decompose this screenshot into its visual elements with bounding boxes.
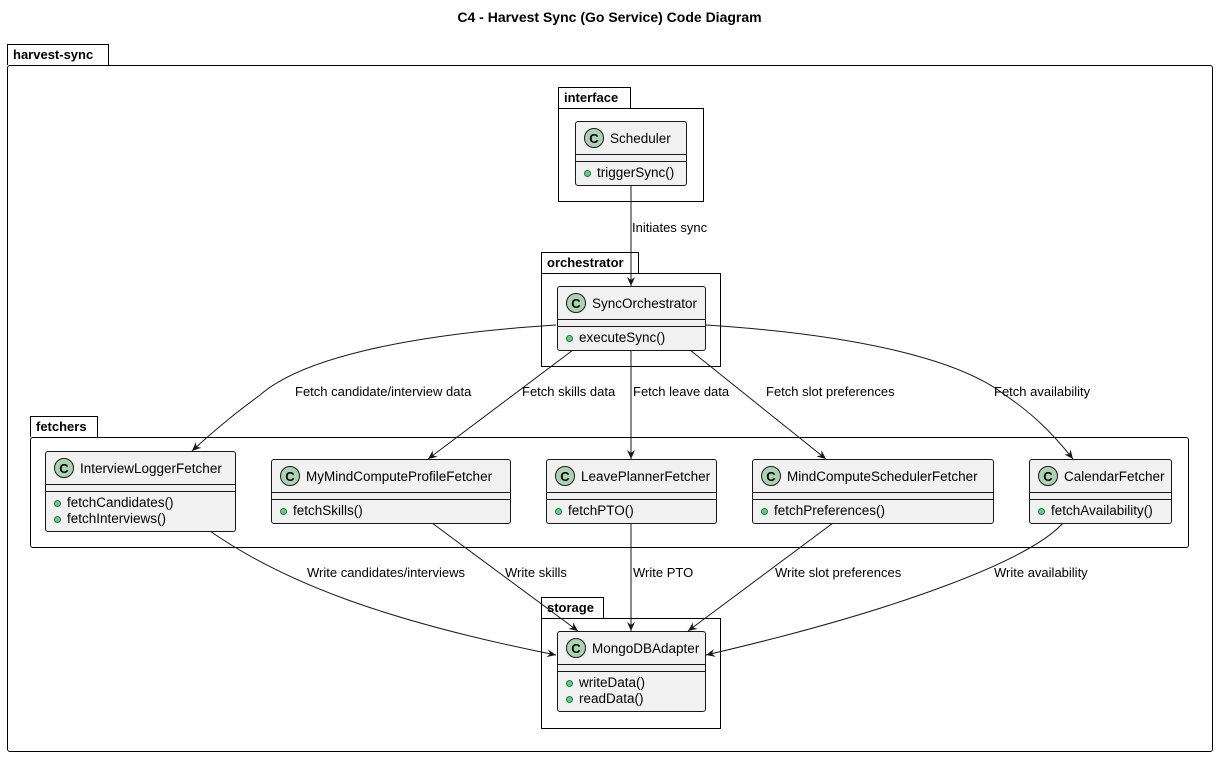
package-harvest-sync	[7, 65, 1213, 752]
methods-compartment: fetchPTO()	[547, 500, 716, 524]
method-item: fetchPreferences()	[761, 503, 985, 519]
class-calendar-fetcher[interactable]: C CalendarFetcher fetchAvailability()	[1029, 459, 1172, 524]
methods-compartment: fetchPreferences()	[753, 500, 993, 524]
class-icon: C	[761, 466, 781, 486]
edge-label-fetch-availability: Fetch availability	[994, 384, 1091, 399]
public-method-icon	[584, 169, 591, 177]
public-method-icon	[54, 515, 61, 523]
package-tab-interface: interface	[558, 87, 631, 108]
class-header: C MongoDBAdapter	[558, 632, 705, 665]
package-tab-storage: storage	[541, 597, 604, 618]
method-item: fetchAvailability()	[1038, 503, 1163, 519]
class-name: InterviewLoggerFetcher	[80, 460, 222, 476]
class-icon: C	[1038, 466, 1058, 486]
class-header: C MindComputeSchedulerFetcher	[753, 460, 993, 493]
method-label: fetchAvailability()	[1051, 503, 1153, 518]
edge-label-write-availability: Write availability	[994, 565, 1088, 580]
public-method-icon	[566, 334, 573, 342]
public-method-icon	[555, 507, 562, 515]
fields-compartment	[1030, 493, 1171, 500]
methods-compartment: fetchSkills()	[272, 500, 510, 524]
method-item: fetchInterviews()	[54, 511, 227, 527]
method-label: fetchCandidates()	[67, 495, 174, 510]
edge-label-write-slot-preferences: Write slot preferences	[775, 565, 902, 580]
class-mind-compute-scheduler-fetcher[interactable]: C MindComputeSchedulerFetcher fetchPrefe…	[752, 459, 994, 524]
class-mongodb-adapter[interactable]: C MongoDBAdapter writeData() readData()	[557, 631, 706, 712]
class-header: C CalendarFetcher	[1030, 460, 1171, 493]
edge-label-initiates-sync: Initiates sync	[632, 220, 708, 235]
method-item: fetchPTO()	[555, 503, 708, 519]
class-mymind-compute-profile-fetcher[interactable]: C MyMindComputeProfileFetcher fetchSkill…	[271, 459, 511, 524]
class-icon: C	[566, 638, 586, 658]
class-header: C InterviewLoggerFetcher	[46, 452, 235, 485]
method-item: fetchCandidates()	[54, 495, 227, 511]
fields-compartment	[558, 665, 705, 672]
method-label: executeSync()	[579, 330, 666, 345]
package-fetchers	[30, 437, 1189, 548]
methods-compartment: writeData() readData()	[558, 672, 705, 712]
class-name: Scheduler	[610, 130, 671, 146]
method-item: readData()	[566, 691, 697, 707]
edge-label-fetch-leave: Fetch leave data	[633, 384, 730, 399]
fields-compartment	[547, 493, 716, 500]
fields-compartment	[46, 485, 235, 492]
fields-compartment	[558, 320, 705, 327]
class-name: LeavePlannerFetcher	[581, 468, 711, 484]
method-item: writeData()	[566, 675, 697, 691]
public-method-icon	[280, 507, 287, 515]
method-label: fetchInterviews()	[67, 511, 167, 526]
method-item: fetchSkills()	[280, 503, 502, 519]
fields-compartment	[753, 493, 993, 500]
class-header: C LeavePlannerFetcher	[547, 460, 716, 493]
public-method-icon	[566, 679, 573, 687]
diagram-title: C4 - Harvest Sync (Go Service) Code Diag…	[457, 9, 762, 25]
class-icon: C	[280, 466, 300, 486]
class-icon: C	[584, 128, 604, 148]
method-item: triggerSync()	[584, 165, 678, 181]
method-label: readData()	[579, 691, 644, 706]
methods-compartment: fetchCandidates() fetchInterviews()	[46, 492, 235, 532]
package-tab-fetchers: fetchers	[30, 416, 98, 437]
package-tab-harvest-sync: harvest-sync	[7, 44, 109, 65]
class-interview-logger-fetcher[interactable]: C InterviewLoggerFetcher fetchCandidates…	[45, 451, 236, 532]
method-label: fetchPreferences()	[774, 503, 886, 518]
edge-label-fetch-candidate-interview: Fetch candidate/interview data	[295, 384, 472, 399]
method-item: executeSync()	[566, 330, 697, 346]
class-header: C MyMindComputeProfileFetcher	[272, 460, 510, 493]
class-scheduler[interactable]: C Scheduler triggerSync()	[575, 121, 687, 186]
class-icon: C	[54, 458, 74, 478]
public-method-icon	[54, 499, 61, 507]
edge-label-write-skills: Write skills	[505, 565, 567, 580]
method-label: fetchSkills()	[293, 503, 363, 518]
package-tab-orchestrator: orchestrator	[541, 252, 639, 273]
method-label: fetchPTO()	[568, 503, 634, 518]
public-method-icon	[1038, 507, 1045, 515]
methods-compartment: executeSync()	[558, 327, 705, 351]
edge-label-write-pto: Write PTO	[633, 565, 694, 580]
fields-compartment	[576, 155, 686, 162]
class-header: C Scheduler	[576, 122, 686, 155]
class-name: MongoDBAdapter	[592, 640, 700, 656]
class-icon: C	[555, 466, 575, 486]
class-leave-planner-fetcher[interactable]: C LeavePlannerFetcher fetchPTO()	[546, 459, 717, 524]
fields-compartment	[272, 493, 510, 500]
methods-compartment: fetchAvailability()	[1030, 500, 1171, 524]
edge-label-fetch-slot-preferences: Fetch slot preferences	[766, 384, 895, 399]
class-icon: C	[566, 293, 586, 313]
methods-compartment: triggerSync()	[576, 162, 686, 186]
class-name: MyMindComputeProfileFetcher	[306, 468, 493, 484]
class-sync-orchestrator[interactable]: C SyncOrchestrator executeSync()	[557, 286, 706, 351]
method-label: writeData()	[579, 675, 646, 690]
public-method-icon	[761, 507, 768, 515]
public-method-icon	[566, 695, 573, 703]
class-name: SyncOrchestrator	[592, 295, 698, 311]
edge-label-fetch-skills: Fetch skills data	[522, 384, 616, 399]
class-name: CalendarFetcher	[1064, 468, 1165, 484]
method-label: triggerSync()	[597, 165, 675, 180]
class-header: C SyncOrchestrator	[558, 287, 705, 320]
edge-label-write-candidates-interviews: Write candidates/interviews	[307, 565, 465, 580]
class-name: MindComputeSchedulerFetcher	[787, 468, 978, 484]
